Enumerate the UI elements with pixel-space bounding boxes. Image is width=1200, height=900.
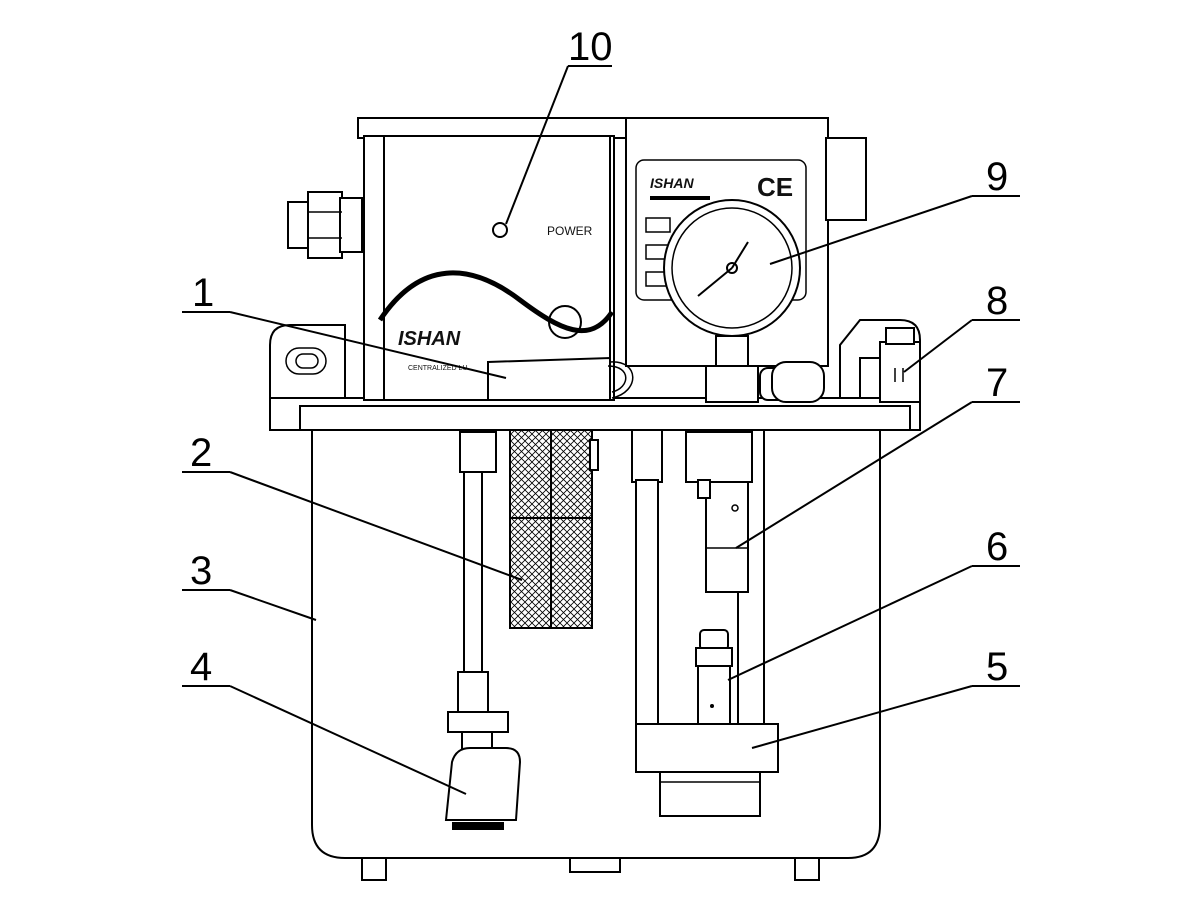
relief-valve [695,629,733,727]
callout-8: 8 [986,279,1008,323]
float-switch-cover [487,356,634,401]
callout-4: 4 [190,645,212,689]
reservoir-tank [311,427,881,881]
gauge-panel-logo: ISHAN [650,175,694,191]
model-label: CENTRALIZED LU [408,365,468,372]
callout-labels: 10 1 2 3 4 5 6 7 8 9 [190,25,1008,689]
callout-3: 3 [190,549,212,593]
cable-gland [287,191,363,259]
pump-column [631,429,765,727]
callout-leaders [182,65,1020,795]
brand-logo: ISHAN [398,328,461,350]
callout-9: 9 [986,155,1008,199]
pump-base [635,723,779,817]
callout-6: 6 [986,525,1008,569]
callout-10: 10 [568,25,613,69]
oil-strainer [509,429,599,629]
ce-mark: CE [757,172,793,202]
power-label: POWER [547,224,593,238]
pressure-gauge [663,199,801,403]
mounting-plate [269,319,921,431]
callout-1: 1 [192,271,214,315]
callout-7: 7 [986,361,1008,405]
callout-5: 5 [986,645,1008,689]
outlet-fittings [759,327,921,403]
motor-housing: POWER ISHAN CENTRALIZED LU [357,117,631,401]
suction-pipe [444,431,522,830]
callout-2: 2 [190,431,212,475]
